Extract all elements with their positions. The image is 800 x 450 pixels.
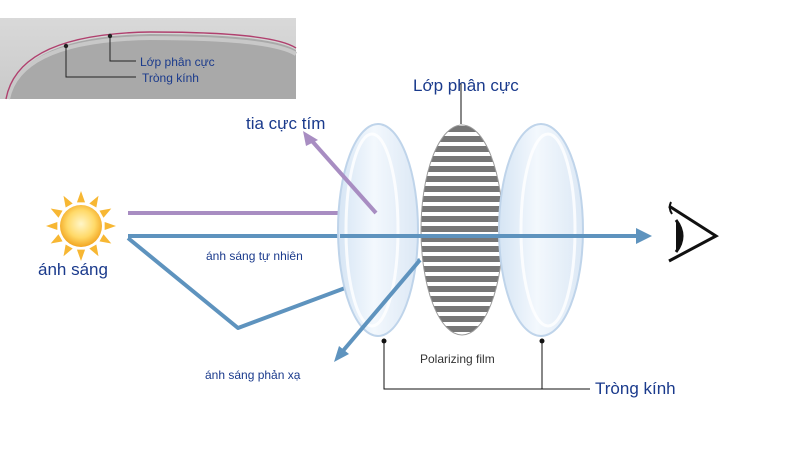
- sunlight-label: ánh sáng: [38, 260, 108, 279]
- polarizing-film-stripes: [418, 126, 508, 342]
- lens-label: Tròng kính: [595, 379, 676, 398]
- film-stripe: [421, 236, 503, 242]
- film-stripe: [421, 196, 503, 202]
- film-stripe: [418, 336, 508, 342]
- inset-pointer-line-1: [109, 36, 136, 62]
- lens-assembly: [337, 123, 584, 342]
- uv-ray-reflected: [310, 139, 378, 215]
- film-stripe: [421, 176, 503, 182]
- polarizing-film-label: Polarizing film: [420, 352, 495, 366]
- uv-ray-arrowhead: [303, 131, 318, 146]
- polarizing-layer-label: Lớp phân cực: [413, 76, 519, 95]
- eye-icon: [668, 201, 719, 263]
- sun-ray: [76, 191, 86, 203]
- film-stripe: [421, 206, 503, 212]
- reflected-light-label: ánh sáng phản xạ: [205, 368, 301, 382]
- front-lens-highlight: [344, 132, 400, 328]
- sun-icon: [46, 191, 116, 261]
- film-stripe: [421, 146, 503, 152]
- film-stripe: [421, 276, 503, 282]
- sun-ray: [89, 244, 99, 257]
- film-stripe: [421, 166, 503, 172]
- reflected-light-ray: [340, 258, 422, 354]
- sun-ray: [99, 234, 112, 244]
- film-stripe: [421, 286, 503, 292]
- inset-polarizing-line: [5, 31, 297, 100]
- film-stripe: [421, 156, 503, 162]
- sun-ray: [99, 208, 112, 218]
- inset-pointer-line-2: [65, 46, 136, 78]
- film-stripe: [421, 326, 503, 332]
- film-stripe: [421, 306, 503, 312]
- sun-core: [60, 205, 102, 247]
- film-stripe: [421, 256, 503, 262]
- back-lens: [498, 123, 584, 337]
- film-stripe: [421, 136, 503, 142]
- sun-ray: [63, 195, 73, 208]
- sun-ray: [89, 195, 99, 208]
- film-stripe: [421, 316, 503, 322]
- inset-polarizing-label: Lớp phân cực: [140, 55, 215, 69]
- film-stripe: [421, 186, 503, 192]
- reflected-light-arrowhead: [334, 346, 349, 362]
- polarizing-film: [418, 124, 508, 342]
- natural-light-label: ánh sáng tự nhiên: [206, 249, 303, 263]
- film-stripe: [421, 296, 503, 302]
- back-lens-highlight: [519, 132, 577, 328]
- film-stripe: [421, 246, 503, 252]
- uv-ray-label: tia cực tím: [246, 114, 325, 133]
- lens-pointers: [381, 83, 590, 390]
- film-stripe: [421, 226, 503, 232]
- sun-ray: [63, 244, 73, 257]
- inset-lens-edge: [6, 35, 298, 100]
- inset-lens-cross-section: Lớp phân cực Tròng kính: [0, 18, 298, 100]
- sun-ray: [76, 249, 86, 261]
- inset-lens-label: Tròng kính: [142, 71, 199, 85]
- sun-ray: [50, 208, 63, 218]
- natural-light-arrowhead: [636, 228, 652, 244]
- sun-ray: [50, 234, 63, 244]
- film-stripe: [421, 216, 503, 222]
- inset-lens-body: [8, 34, 296, 99]
- film-stripe: [421, 126, 503, 132]
- light-rays-front: [303, 131, 652, 362]
- sun-ray: [104, 221, 116, 231]
- film-stripe: [421, 266, 503, 272]
- sun-ray: [46, 221, 58, 231]
- front-lens: [337, 123, 419, 337]
